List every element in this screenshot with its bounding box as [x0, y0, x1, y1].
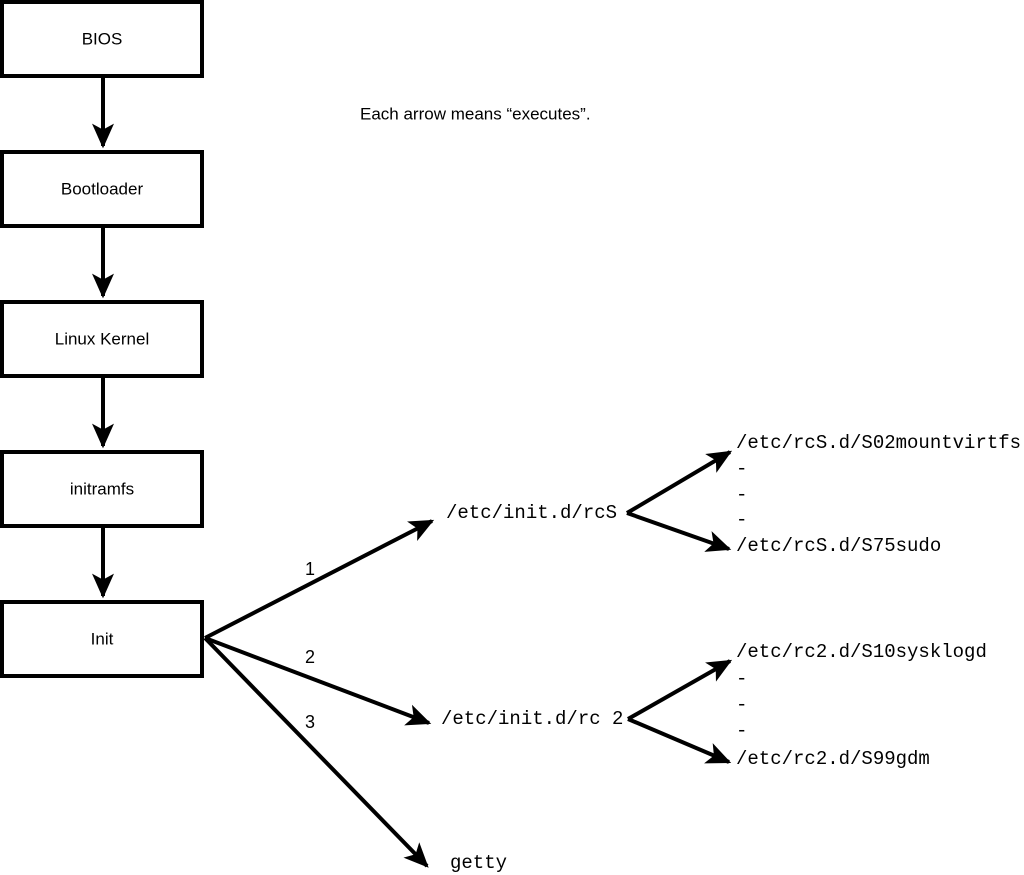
node-linux-kernel-label: Linux Kernel	[55, 329, 150, 348]
rc2-group: /etc/init.d/rc 2 /etc/rc2.d/S10sysklogd …	[441, 641, 987, 770]
rc2-ellipsis-dash-2: -	[736, 694, 747, 716]
rc2-ellipsis-dash-3: -	[736, 720, 747, 742]
rcs-ellipsis-dash-3: -	[736, 509, 747, 531]
node-initramfs[interactable]: initramfs	[0, 450, 204, 528]
rc2-script-last: /etc/rc2.d/S99gdm	[736, 748, 930, 770]
node-getty-label[interactable]: getty	[450, 852, 507, 874]
node-init-label: Init	[91, 629, 114, 648]
rcs-ellipsis-dash-2: -	[736, 484, 747, 506]
rc2-script-first: /etc/rc2.d/S10sysklogd	[736, 641, 987, 663]
rcs-script-first: /etc/rcS.d/S02mountvirtfs	[736, 432, 1021, 454]
node-rcs-label[interactable]: /etc/init.d/rcS	[446, 502, 617, 524]
branch-number-3: 3	[305, 712, 315, 732]
arrow-rc2-to-first-script	[627, 659, 733, 721]
init-fanout-group: 1 2 3	[203, 519, 435, 868]
node-rc2-label[interactable]: /etc/init.d/rc 2	[441, 708, 623, 730]
rcs-script-last: /etc/rcS.d/S75sudo	[736, 535, 941, 557]
legend-note: Each arrow means “executes”.	[360, 104, 591, 123]
arrow-rc2-to-last-script	[627, 717, 732, 764]
node-bios[interactable]: BIOS	[0, 0, 204, 78]
node-init[interactable]: Init	[0, 600, 204, 678]
boot-chain-group: BIOS Bootloader Linux Kernel initramfs I…	[0, 0, 204, 678]
rcs-ellipsis-dash-1: -	[736, 458, 747, 480]
branch-number-1: 1	[305, 559, 315, 579]
arrow-init-to-rcs	[204, 519, 435, 640]
arrow-rcs-to-first-script	[625, 450, 733, 515]
arrow-init-to-getty	[203, 636, 429, 868]
branch-number-2: 2	[305, 647, 315, 667]
rc2-ellipsis-dash-1: -	[736, 668, 747, 690]
rcs-group: /etc/init.d/rcS /etc/rcS.d/S02mountvirtf…	[446, 432, 1021, 557]
node-linux-kernel[interactable]: Linux Kernel	[0, 300, 204, 378]
getty-group: getty	[450, 852, 507, 874]
node-initramfs-label: initramfs	[70, 479, 134, 498]
node-bootloader[interactable]: Bootloader	[0, 150, 204, 228]
node-bios-label: BIOS	[82, 29, 123, 48]
node-bootloader-label: Bootloader	[61, 179, 144, 198]
arrow-init-to-rc2	[204, 636, 432, 726]
arrow-rcs-to-last-script	[626, 511, 732, 552]
